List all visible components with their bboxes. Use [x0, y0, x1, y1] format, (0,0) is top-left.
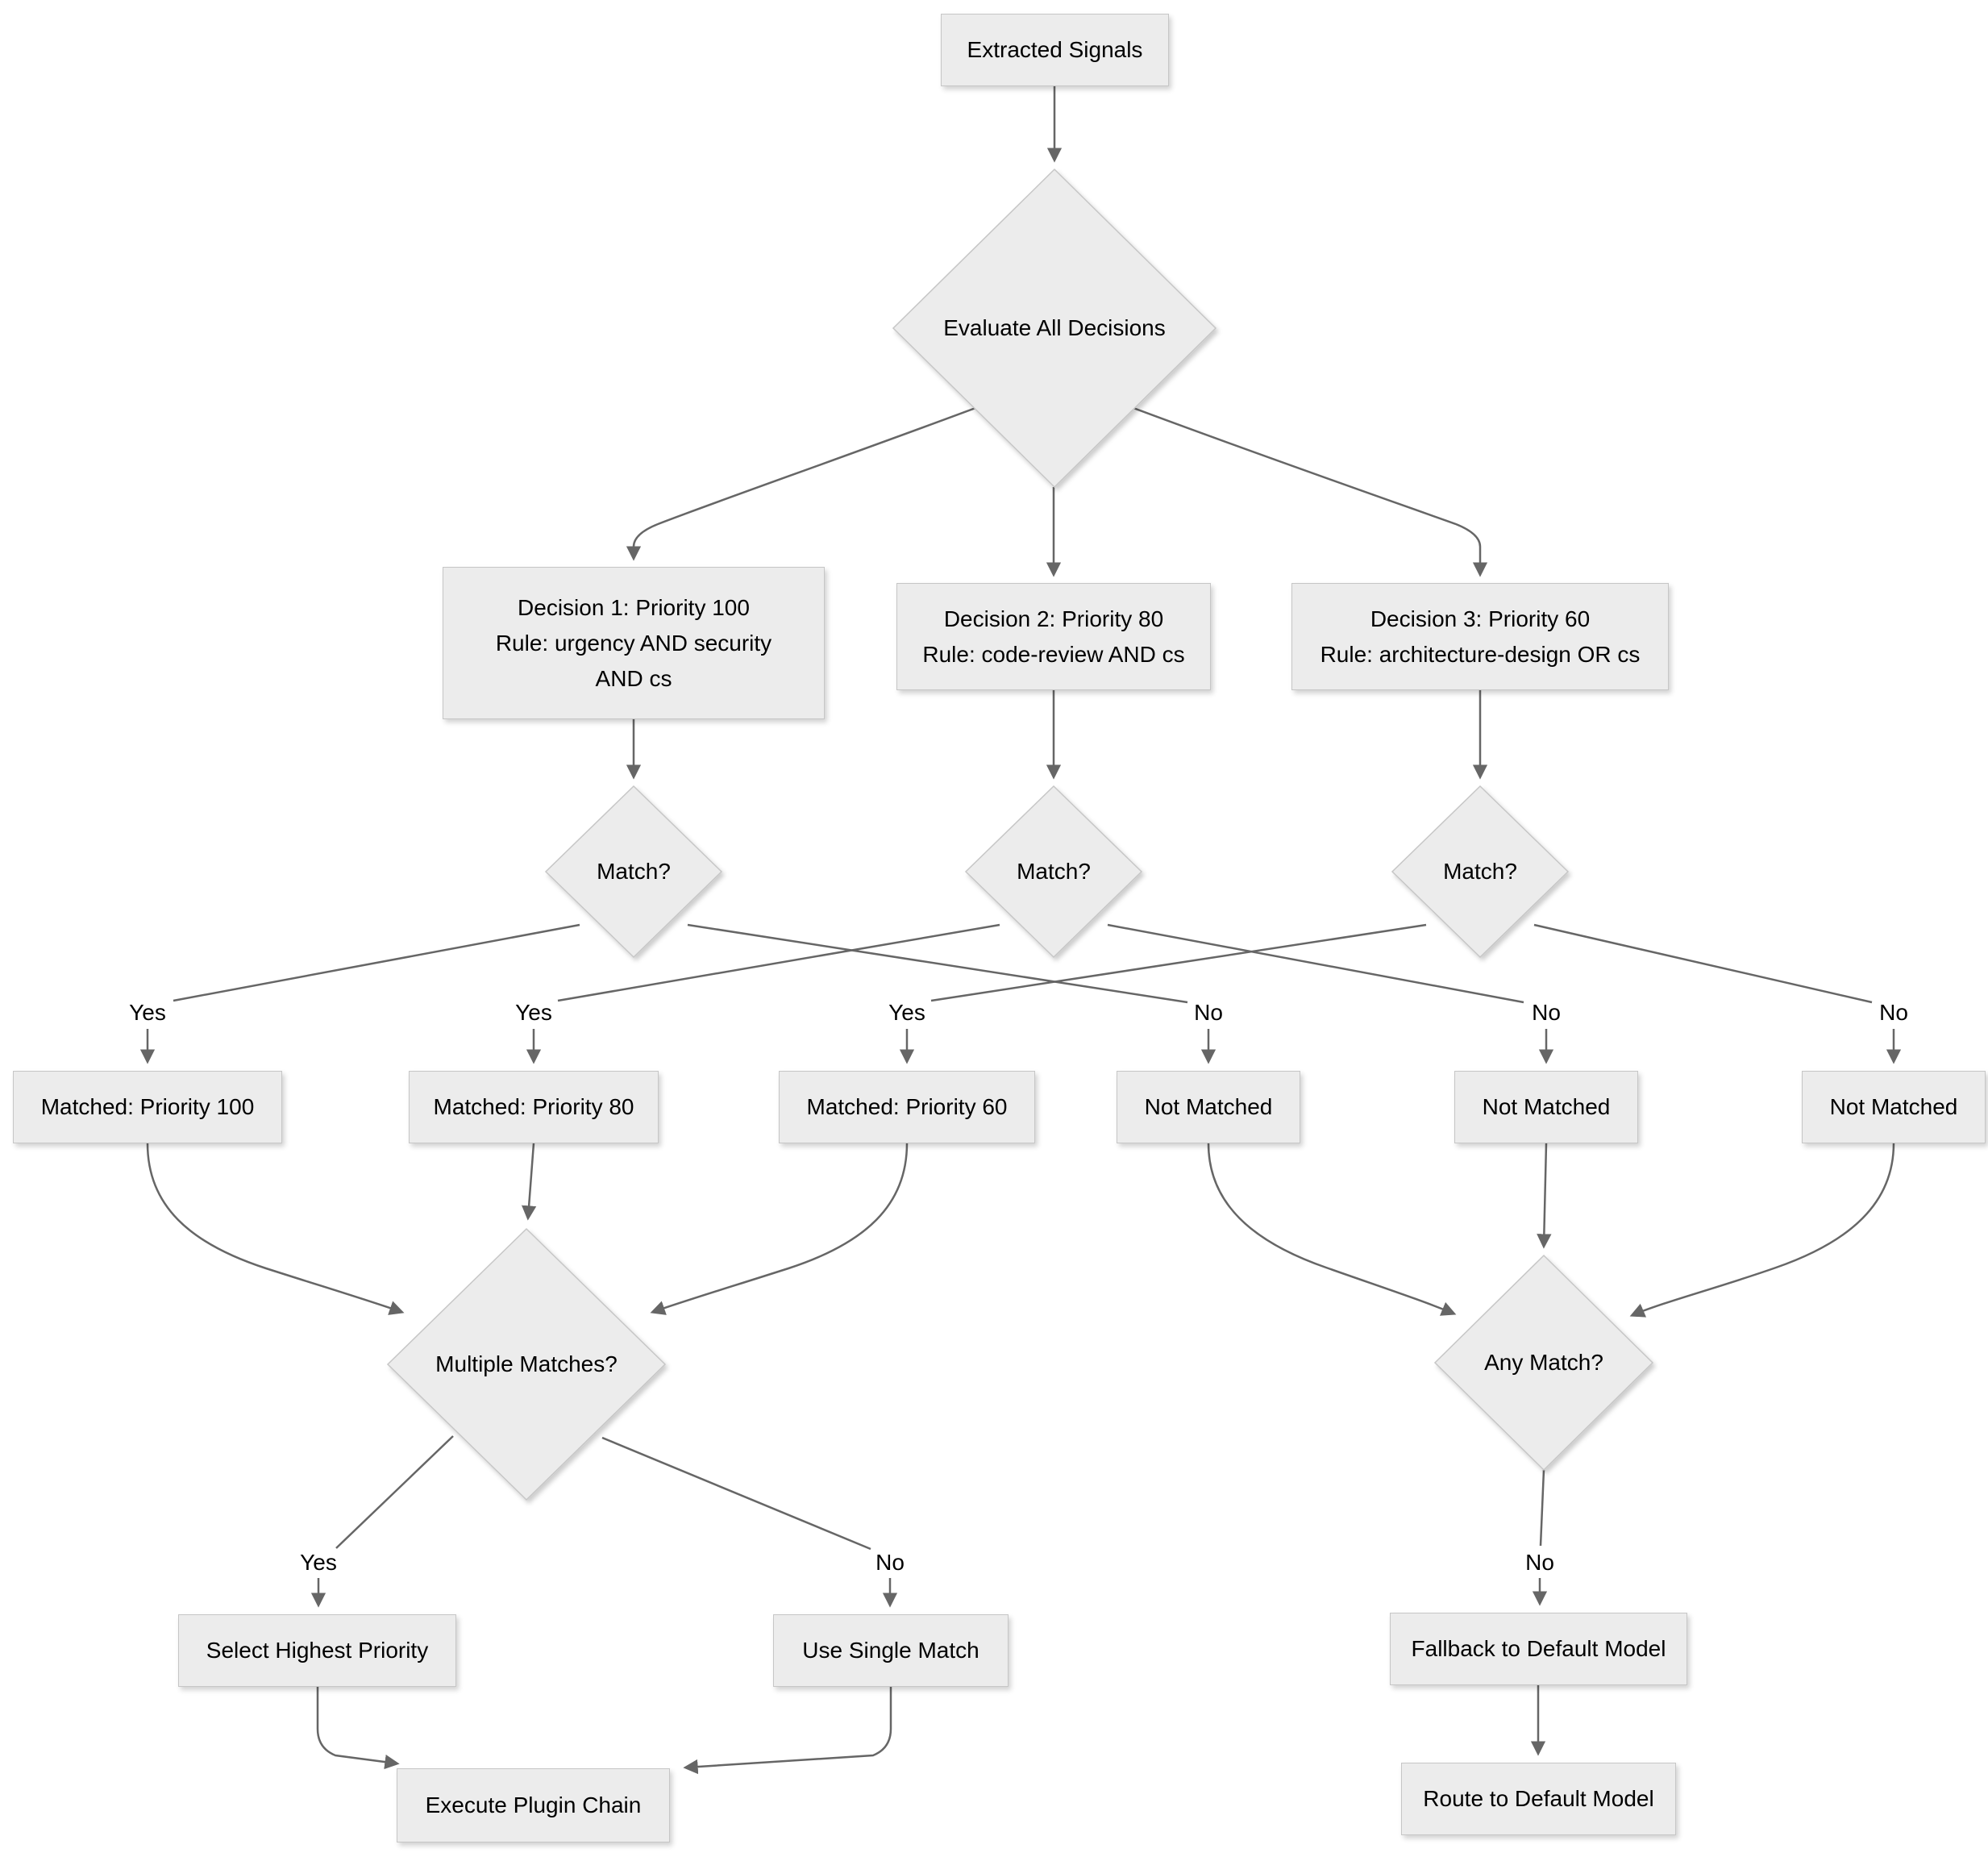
edge-label-multiple-no: No: [871, 1550, 909, 1576]
node-matched-priority-80: Matched: Priority 80: [409, 1071, 659, 1143]
edge-any-no: [1539, 1469, 1545, 1547]
edge-label-match1-yes: Yes: [125, 1000, 170, 1026]
edge-match3-yes: [930, 923, 1427, 1002]
edge-match3-no: [1533, 923, 1873, 1004]
diamond-shapes: [386, 168, 1654, 1501]
any-match-diamond: [1433, 1254, 1654, 1472]
edge-match1-no: [687, 923, 1188, 1004]
edge-matched100-to-multiple: [146, 1143, 405, 1315]
match1-label: Match?: [597, 859, 671, 884]
edge-match2-yes: [557, 923, 1000, 1002]
node-not-matched-1: Not Matched: [1117, 1071, 1300, 1143]
node-decision2-line1: Decision 2: Priority 80: [943, 606, 1164, 631]
match2-label: Match?: [1017, 859, 1091, 884]
node-execute-plugin-chain: Execute Plugin Chain: [397, 1768, 670, 1842]
edge-label-multiple-yes: Yes: [296, 1550, 341, 1576]
evaluate-all-label: Evaluate All Decisions: [943, 315, 1166, 340]
match2-diamond: [964, 785, 1143, 959]
node-decision1-line2: Rule: urgency AND security: [495, 630, 772, 656]
node-decision2: Decision 2: Priority 80 Rule: code-revie…: [896, 583, 1211, 690]
multiple-matches-diamond: [386, 1227, 667, 1501]
edge-label-match3-yes: Yes: [884, 1000, 930, 1026]
node-decision1: Decision 1: Priority 100 Rule: urgency A…: [443, 567, 825, 719]
any-match-label: Any Match?: [1484, 1350, 1603, 1375]
edge-multiple-no: [601, 1436, 871, 1551]
node-matched-priority-60: Matched: Priority 60: [779, 1071, 1035, 1143]
edge-label-any-no: No: [1521, 1550, 1558, 1576]
match3-label: Match?: [1443, 859, 1517, 884]
match3-diamond: [1391, 785, 1570, 959]
node-decision3-line2: Rule: architecture-design OR cs: [1320, 641, 1641, 667]
edge-label-match1-no: No: [1190, 1000, 1227, 1026]
edge-notmatched3-to-any: [1629, 1143, 1895, 1318]
edge-notmatched1-to-any: [1207, 1143, 1457, 1316]
edge-evaluate-to-decision1: [626, 406, 976, 561]
node-matched-priority-100: Matched: Priority 100: [13, 1071, 282, 1143]
edge-evaluate-to-decision3: [1133, 406, 1488, 577]
node-decision3: Decision 3: Priority 60 Rule: architectu…: [1291, 583, 1669, 690]
edge-label-match2-yes: Yes: [511, 1000, 556, 1026]
edge-usesingle-to-execute: [683, 1687, 892, 1775]
node-not-matched-3: Not Matched: [1802, 1071, 1986, 1143]
edge-paths: [139, 86, 1902, 1775]
node-decision3-line1: Decision 3: Priority 60: [1370, 606, 1591, 631]
multiple-matches-label: Multiple Matches?: [435, 1351, 618, 1376]
node-not-matched-2: Not Matched: [1454, 1071, 1638, 1143]
evaluate-all-diamond: [892, 168, 1217, 489]
node-extracted-signals: Extracted Signals: [941, 14, 1169, 86]
node-decision1-line3: AND cs: [595, 665, 672, 691]
node-decision1-line1: Decision 1: Priority 100: [518, 594, 750, 620]
node-use-single-match: Use Single Match: [773, 1614, 1009, 1687]
edge-match2-no: [1107, 923, 1524, 1004]
edge-matched80-to-multiple: [521, 1143, 537, 1221]
node-fallback-to-default-model: Fallback to Default Model: [1390, 1613, 1687, 1685]
edge-selecthighest-to-execute: [316, 1687, 400, 1770]
edge-label-match2-no: No: [1528, 1000, 1565, 1026]
match1-diamond: [544, 785, 723, 959]
edge-match1-yes: [173, 923, 580, 1002]
edge-matched60-to-multiple: [650, 1143, 909, 1315]
node-select-highest-priority: Select Highest Priority: [178, 1614, 456, 1687]
edge-label-match3-no: No: [1875, 1000, 1912, 1026]
edge-multiple-yes: [335, 1435, 454, 1549]
node-decision2-line2: Rule: code-review AND cs: [922, 641, 1185, 667]
node-route-to-default-model: Route to Default Model: [1401, 1763, 1676, 1835]
edge-notmatched2-to-any: [1537, 1143, 1552, 1249]
